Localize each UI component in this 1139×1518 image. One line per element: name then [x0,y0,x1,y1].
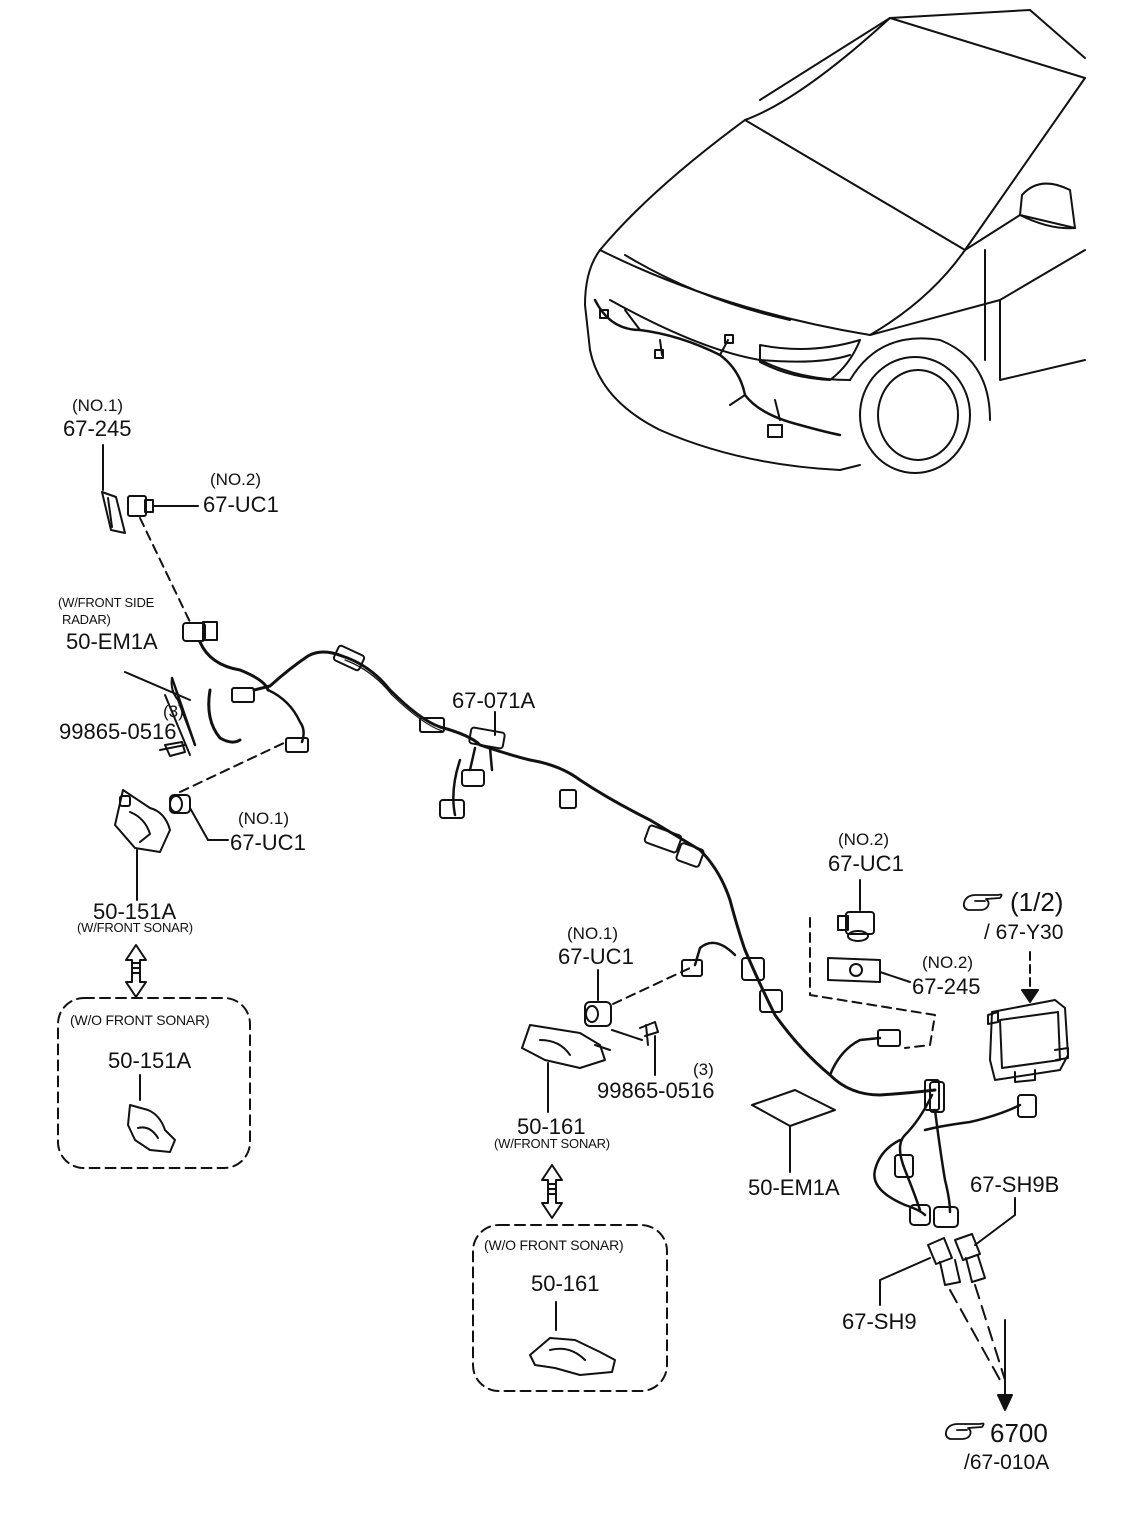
main-harness-trunk [332,644,940,1111]
wo-front-sonar-box-mid [472,1224,668,1392]
label-reference-page: 6700 [990,1418,1048,1448]
leader-dashed [139,517,191,623]
label-side-radar-note: (W/FRONT SIDE [58,595,155,610]
label-part-50-151a: 50-151A [93,899,177,924]
leader-line [879,1257,931,1306]
label-rad-no1-qualifier: (NO.1) [72,396,123,415]
label-reference-part: /67-010A [964,1451,1050,1474]
label-uc1-no2-qualifier: (NO.2) [838,830,889,849]
label-reference-part: / 67-Y30 [984,921,1064,944]
double-arrow-icon [125,944,147,998]
label-part-67-uc1: 67-UC1 [828,851,904,876]
label-uc1-no1-qualifier: (NO.1) [567,924,618,943]
side-radar-sensor-illustration [101,444,199,534]
double-arrow-icon [541,1164,563,1219]
label-quantity: (3) [693,1060,714,1079]
label-part-67-sh9: 67-SH9 [842,1309,917,1334]
label-part-99865-0516: 99865-0516 [597,1078,715,1103]
label-wo-front-sonar: (W/O FRONT SONAR) [484,1237,624,1253]
label-245-no2-qualifier: (NO.2) [922,953,973,972]
label-side-radar-note: RADAR) [62,612,111,627]
label-part-67-sh9b: 67-SH9B [970,1172,1060,1197]
pointing-hand-icon [944,1422,985,1440]
label-quantity: (3) [163,702,184,721]
harness-right-end [873,1081,1013,1411]
label-part-50-em1a: 50-EM1A [748,1175,840,1200]
leader-line [974,1197,1016,1246]
label-rad-no2-qualifier: (NO.2) [210,470,261,489]
label-part-67-071a: 67-071A [452,688,536,713]
harness-left-branch [124,621,344,753]
pointing-hand-icon [962,893,1003,911]
label-part-67-uc1: 67-UC1 [230,830,306,855]
pad-em1a-right [751,1089,836,1173]
front-sonar-bracket-mid [521,969,659,1113]
label-part-50-em1a: 50-EM1A [66,629,158,654]
label-part-67-uc1: 67-UC1 [203,492,279,517]
label-part-67-245: 67-245 [63,416,132,441]
label-part-50-161: 50-161 [531,1271,600,1296]
label-front-sonar-note: (W/FRONT SONAR) [494,1136,610,1151]
label-part-67-uc1: 67-UC1 [558,944,634,969]
label-part-50-161: 50-161 [517,1114,586,1139]
bracket-wo-sonar-mid [529,1301,616,1376]
label-uc1-no1-qualifier: (NO.1) [238,809,289,828]
side-radar-right-illustration [809,879,936,1049]
control-module-illustration [923,951,1069,1132]
label-part-67-245: 67-245 [912,974,981,999]
label-part-50-151a: 50-151A [108,1048,192,1073]
label-part-99865-0516: 99865-0516 [59,719,177,744]
wo-front-sonar-box-left [57,997,251,1169]
front-sonar-bracket-left [114,694,229,901]
leader-dashed [612,967,691,1005]
vehicle-front-illustration [584,9,1086,474]
leader-dashed [179,741,287,793]
label-reference-page: (1/2) [1010,887,1064,917]
bracket-wo-sonar-left [127,1074,176,1153]
label-front-sonar-note: (W/FRONT SONAR) [77,920,193,935]
label-wo-front-sonar: (W/O FRONT SONAR) [70,1012,210,1028]
